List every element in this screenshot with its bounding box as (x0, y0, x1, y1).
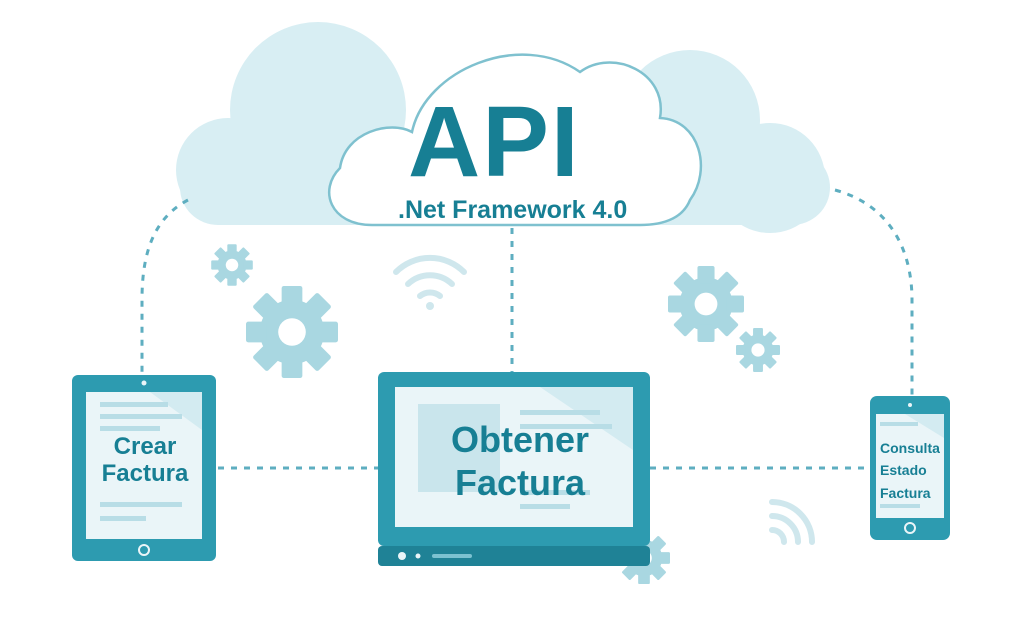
gear-icon (246, 286, 338, 378)
tablet-icon (72, 375, 216, 561)
gear-icon (211, 244, 253, 286)
api-title: API (408, 86, 581, 198)
phone-label-line3: Factura (880, 484, 931, 501)
tablet-label-line2: Factura (101, 459, 189, 487)
connector-lines (140, 188, 914, 470)
main-cloud-icon (328, 53, 703, 227)
wifi-icon (393, 254, 467, 310)
gear-icon (736, 328, 780, 372)
phone-label: Consulta Estado Factura (880, 437, 940, 504)
laptop-label: Obtener Factura (412, 418, 628, 504)
phone-icon (870, 396, 950, 540)
phone-label-line1: Consulta (880, 440, 940, 456)
laptop-label-line1: Obtener (450, 419, 590, 460)
tablet-label-line1: Crear (113, 433, 177, 460)
tablet-label: Crear Factura (92, 433, 198, 488)
phone-label-line2: Estado (880, 462, 927, 479)
gear-icon (668, 266, 744, 342)
laptop-label-line2: Factura (454, 462, 586, 504)
api-subtitle: .Net Framework 4.0 (398, 196, 628, 224)
laptop-icon (378, 372, 650, 566)
wifi-icon (769, 499, 815, 545)
